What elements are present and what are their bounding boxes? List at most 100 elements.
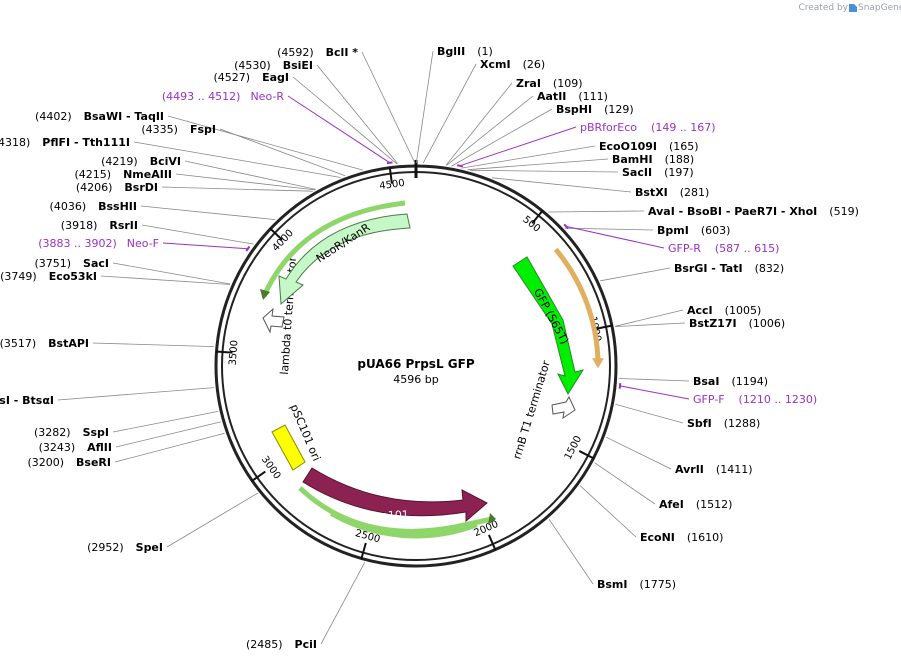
site-name[interactable]: BsrGI - TatI	[674, 262, 743, 275]
lambda-terminator-arrow[interactable]	[262, 307, 285, 334]
gfp-feature-arrow[interactable]	[512, 256, 585, 396]
site-position: (3749)	[0, 270, 37, 283]
site-position: (1775)	[640, 578, 677, 591]
site-position: (3751)	[34, 257, 71, 270]
orf-neor-arrow	[260, 289, 270, 300]
site-leader-line	[112, 411, 219, 433]
site-name[interactable]: RsrII	[109, 219, 138, 232]
site-leader-line	[114, 432, 225, 463]
rep101-feature-arrow[interactable]	[302, 467, 488, 523]
primer-leader-line	[619, 385, 690, 400]
site-leader-line	[548, 210, 645, 213]
site-position: (4206)	[76, 181, 113, 194]
rrnb-terminator-arrow[interactable]	[551, 395, 576, 420]
site-name[interactable]: BspHI	[556, 103, 592, 116]
site-position: (3517)	[0, 337, 36, 350]
site-name[interactable]: Eco53kI	[49, 270, 97, 283]
site-name[interactable]: BseRI	[76, 456, 111, 469]
primer-name[interactable]: Neo-F	[127, 237, 159, 250]
site-name[interactable]: AvrII	[675, 463, 704, 476]
site-name[interactable]: SbfI	[687, 417, 712, 430]
tick-mark	[215, 350, 233, 354]
site-name[interactable]: BsiEI	[283, 59, 313, 72]
primer-range: (3883 .. 3902)	[38, 237, 117, 250]
snapgene-icon	[849, 4, 857, 12]
site-name[interactable]: AccI	[687, 304, 713, 317]
site-name[interactable]: BsrDI	[124, 181, 158, 194]
site-position: (1411)	[716, 463, 753, 476]
site-name[interactable]: BstAPI	[48, 337, 89, 350]
site-name[interactable]: XcmI	[480, 58, 511, 71]
site-name[interactable]: BpmI	[657, 224, 689, 237]
site-position: (1)	[477, 45, 493, 58]
primer-name[interactable]: GFP-F	[693, 393, 725, 406]
site-leader-line	[100, 275, 231, 285]
tick-mark	[531, 209, 544, 224]
site-name[interactable]: SacII	[622, 166, 652, 179]
site-leader-line	[161, 186, 313, 192]
site-name[interactable]: BciVI	[150, 155, 181, 168]
site-leader-line	[184, 160, 316, 190]
site-name[interactable]: BamHI	[612, 153, 653, 166]
site-name[interactable]: SacI	[83, 257, 109, 270]
site-leader-line	[175, 173, 316, 191]
credit-brand: SnapGene	[858, 3, 901, 13]
rrnb-label: rrnB T1 terminator	[510, 359, 552, 461]
site-position: (832)	[755, 262, 785, 275]
site-position: (4402)	[35, 110, 72, 123]
site-name[interactable]: EcoNI	[640, 531, 675, 544]
primer-mark	[386, 161, 393, 165]
site-position: (111)	[578, 90, 608, 103]
site-name[interactable]: BclI *	[326, 46, 359, 59]
site-name[interactable]: AvaI - BsoBI - PaeR7I - XhoI	[648, 205, 817, 218]
site-name[interactable]: BssHII	[98, 200, 137, 213]
site-name[interactable]: BstXI	[635, 186, 668, 199]
site-name[interactable]: SpeI	[136, 541, 163, 554]
site-name[interactable]: ZraI	[516, 77, 541, 90]
site-position: (4592)	[277, 46, 314, 59]
site-name[interactable]: BtsI - BtsαI	[0, 394, 54, 407]
site-leader-line	[618, 378, 690, 382]
orf-gfp-arc	[553, 247, 601, 364]
site-position: (3200)	[27, 456, 64, 469]
site-name[interactable]: BstZ17I	[689, 317, 737, 330]
site-position: (129)	[604, 103, 634, 116]
site-name[interactable]: PciI	[295, 638, 317, 651]
site-leader-line	[219, 128, 346, 177]
site-name[interactable]: BsmI	[597, 578, 628, 591]
site-leader-line	[415, 50, 434, 164]
site-name[interactable]: EcoO109I	[599, 140, 657, 153]
site-leader-line	[492, 177, 632, 193]
primer-mark	[245, 245, 251, 252]
site-position: (4335)	[141, 123, 178, 136]
site-name[interactable]: PflFI - Tth111I	[42, 136, 130, 149]
site-name[interactable]: BsaWI - TaqII	[84, 110, 164, 123]
site-position: (4318)	[0, 136, 30, 149]
site-position: (519)	[829, 205, 859, 218]
site-name[interactable]: SspI	[83, 426, 109, 439]
site-leader-line	[461, 145, 596, 169]
site-name[interactable]: EagI	[262, 71, 289, 84]
tick-label: 3500	[228, 340, 241, 366]
primer-name[interactable]: Neo-R	[250, 90, 284, 103]
primer-name[interactable]: GFP-R	[668, 242, 701, 255]
neor-feature-arrow[interactable]	[278, 213, 411, 306]
site-leader-line	[445, 82, 513, 166]
site-leader-line	[615, 309, 684, 327]
credit-text: Created by	[798, 3, 848, 13]
site-leader-line	[467, 158, 609, 171]
site-name[interactable]: NmeAIII	[123, 168, 172, 181]
site-name[interactable]: FspI	[190, 123, 216, 136]
site-name[interactable]: AflII	[87, 441, 112, 454]
site-name[interactable]: BglII	[437, 45, 465, 58]
primer-name[interactable]: pBRforEco	[580, 121, 637, 134]
site-leader-line	[141, 224, 254, 245]
site-name[interactable]: BsaI	[693, 375, 719, 388]
site-name[interactable]: AfeI	[659, 498, 684, 511]
primer-mark	[618, 382, 622, 389]
tick-mark	[578, 450, 595, 460]
tick-label: 3000	[259, 454, 283, 481]
site-name[interactable]: AatII	[537, 90, 566, 103]
plasmid-name: pUA66 PrpsL GFP	[357, 357, 474, 371]
psc101-ori-block[interactable]	[271, 424, 306, 471]
